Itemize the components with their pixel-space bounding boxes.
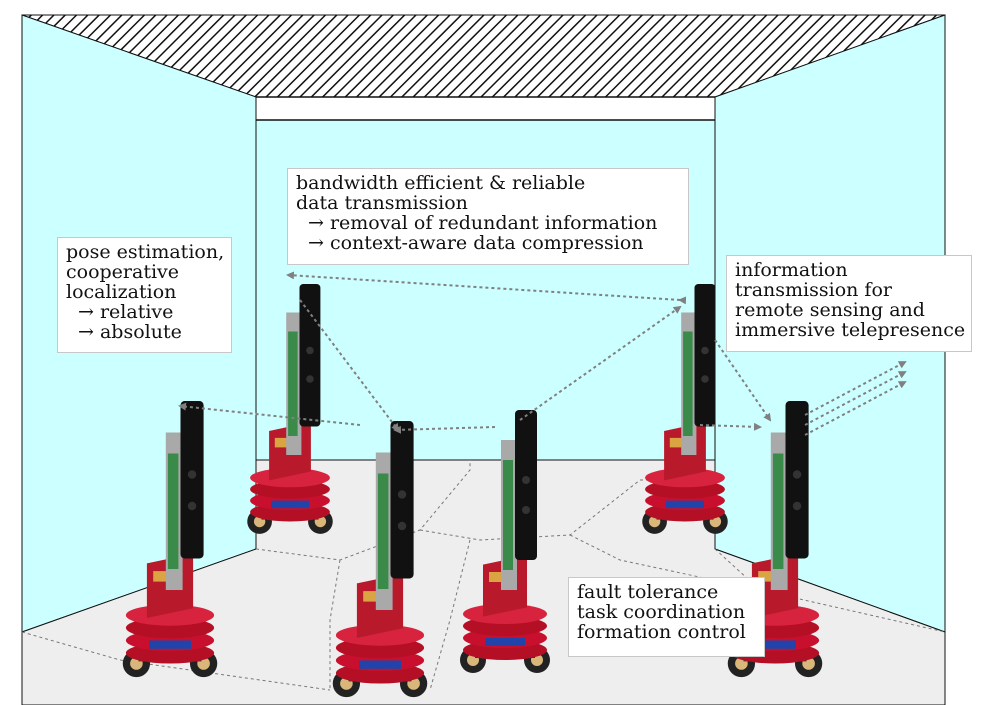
pose-line-1: pose estimation, [66, 241, 225, 263]
pose-line-4: → relative [78, 301, 174, 323]
fault-line-1: fault tolerance [577, 581, 719, 603]
pose-line-2: cooperative [66, 261, 180, 283]
pose-estimation-label: pose estimation, cooperative localizatio… [57, 237, 232, 353]
ceiling [22, 15, 945, 97]
info-line-2: transmission for [735, 279, 892, 301]
pose-line-5: → absolute [78, 321, 182, 343]
info-line-4: immersive telepresence [735, 319, 966, 341]
bandwidth-line-2: data transmission [296, 192, 468, 214]
bandwidth-line-4: → context-aware data compression [308, 232, 644, 254]
communication-arrows [178, 271, 907, 436]
pose-line-3: localization [66, 281, 177, 303]
bandwidth-label: bandwidth efficient & reliable data tran… [287, 168, 689, 265]
fault-line-3: formation control [577, 621, 746, 643]
bandwidth-line-3: → removal of redundant information [308, 212, 658, 234]
bandwidth-line-1: bandwidth efficient & reliable [296, 172, 586, 194]
fault-tolerance-label: fault tolerance task coordination format… [568, 577, 765, 657]
info-line-3: remote sensing and [735, 299, 925, 321]
info-line-1: information [735, 259, 848, 281]
fault-line-2: task coordination [577, 601, 746, 623]
information-transmission-label: information transmission for remote sens… [726, 255, 972, 352]
